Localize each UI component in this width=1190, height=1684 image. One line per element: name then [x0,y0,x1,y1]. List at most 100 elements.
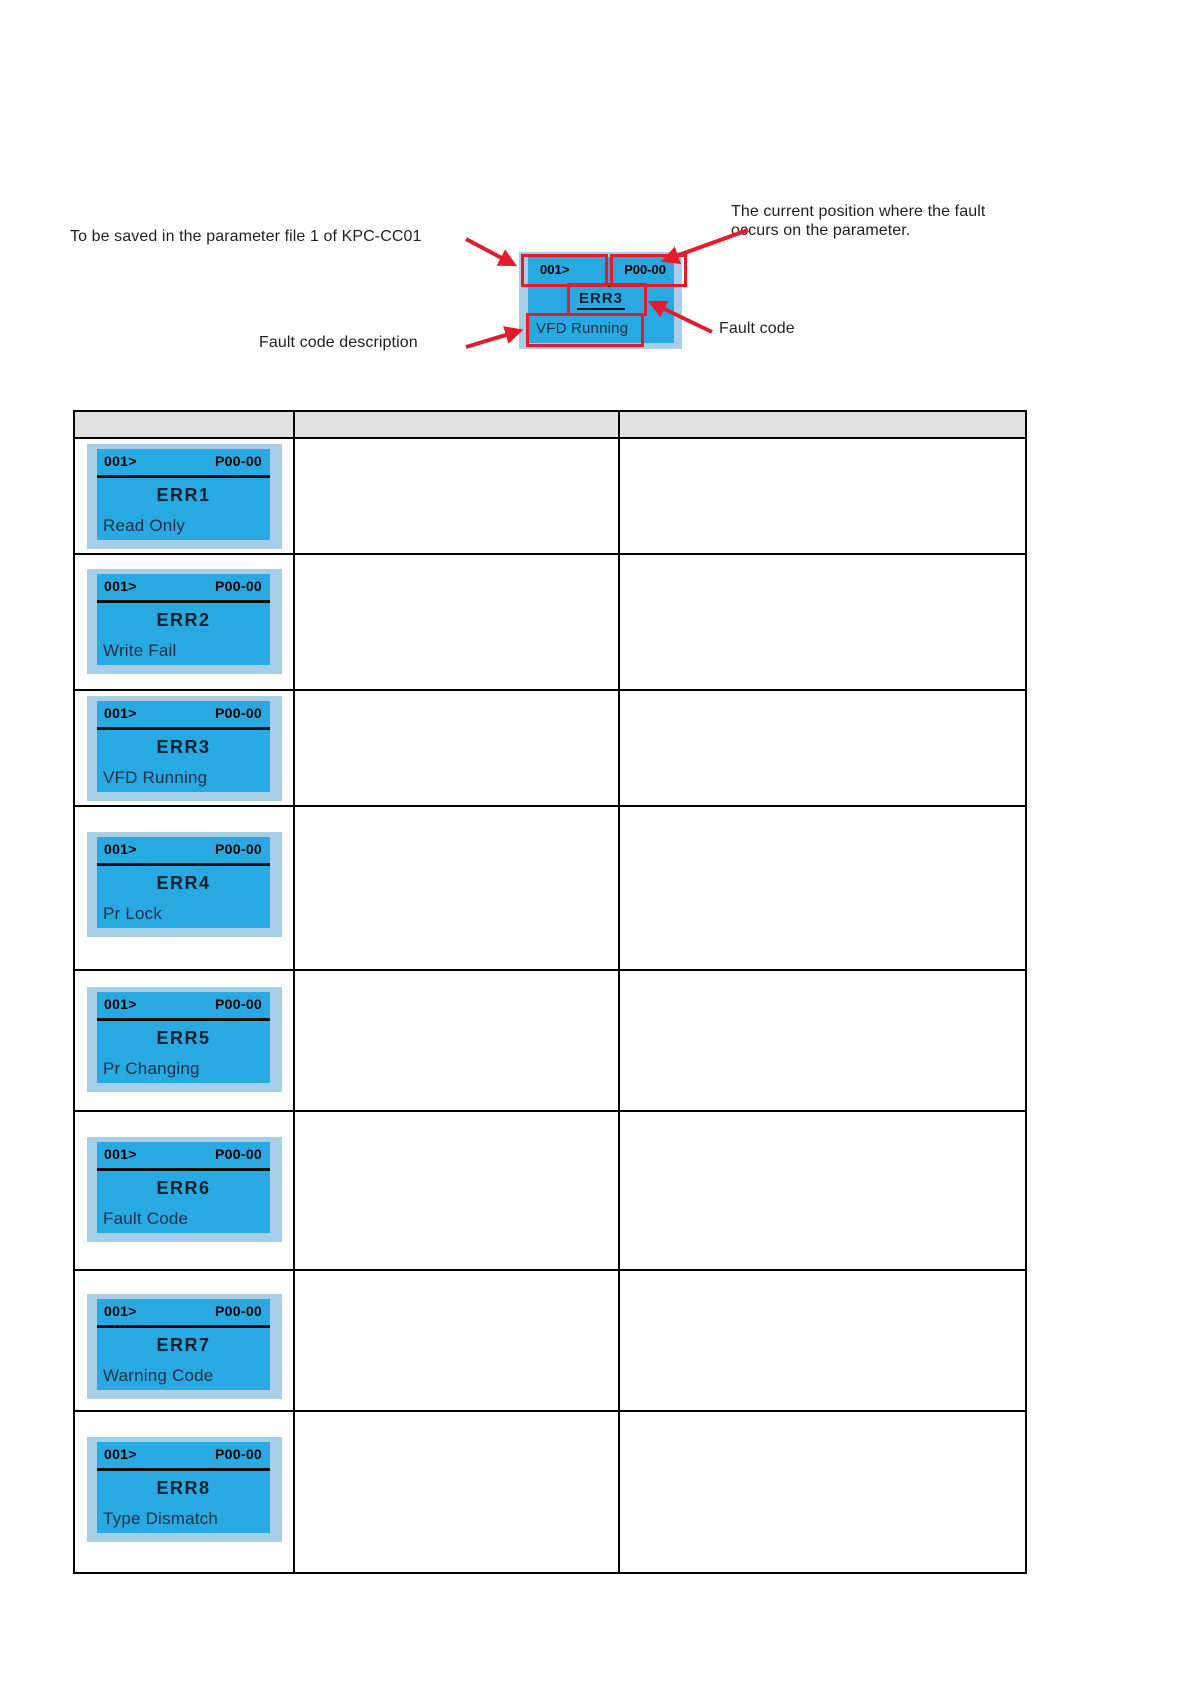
lcd-fault-code: ERR5 [156,1028,211,1048]
fault-table-body: 001> P00-00 ERR1 Read Only 001> [73,437,1027,1574]
lcd-fault-description: Write Fail [103,641,177,660]
lcd-screen: 001> P00-00 ERR1 Read Only [97,449,270,540]
header-cell-middle [293,410,620,439]
table-row: 001> P00-00 ERR5 Pr Changing [73,969,1027,1112]
lcd-fault-code: ERR3 [528,290,674,310]
lcd-file-number: 001> [540,262,570,277]
empty-cell-middle [293,1410,620,1574]
lcd-fault-code: ERR1 [156,485,211,505]
table-row: 001> P00-00 ERR8 Type Dismatch [73,1410,1027,1574]
empty-cell-right [618,689,1027,807]
empty-cell-right [618,969,1027,1112]
fault-code-label: Fault code [719,320,795,337]
empty-cell-right [618,1410,1027,1574]
lcd-top-line: 001> P00-00 [97,1442,270,1462]
lcd-file-number: 001> [104,705,137,721]
lcd-screen: 001> P00-00 ERR2 Write Fail [97,574,270,665]
header-cell-display [73,410,295,439]
table-row: 001> P00-00 ERR3 VFD Running [73,689,1027,807]
table-row: 001> P00-00 ERR4 Pr Lock [73,805,1027,971]
lcd-display: 001> P00-00 ERR6 Fault Code [87,1137,282,1242]
empty-cell-right [618,1110,1027,1271]
empty-cell-middle [293,805,620,971]
lcd-parameter: P00-00 [215,996,262,1012]
empty-cell-middle [293,969,620,1112]
lcd-parameter: P00-00 [215,453,262,469]
lcd-parameter: P00-00 [624,262,666,277]
lcd-parameter: P00-00 [215,578,262,594]
lcd-top-line: 001> P00-00 [97,837,270,857]
lcd-display: 001> P00-00 ERR4 Pr Lock [87,832,282,937]
lcd-top-line: 001> P00-00 [97,449,270,469]
lcd-separator-line [97,475,270,478]
empty-cell-right [618,553,1027,691]
table-row: 001> P00-00 ERR1 Read Only [73,437,1027,555]
lcd-file-number: 001> [104,1146,137,1162]
arrow-to-description [465,326,524,349]
lcd-parameter: P00-00 [215,1146,262,1162]
lcd-display-example: 001> P00-00 ERR3 VFD Running [519,252,682,349]
empty-cell-middle [293,1110,620,1271]
lcd-parameter: P00-00 [215,705,262,721]
lcd-display: 001> P00-00 ERR2 Write Fail [87,569,282,674]
lcd-separator-line [97,1018,270,1021]
empty-cell-middle [293,1269,620,1412]
lcd-parameter: P00-00 [215,1446,262,1462]
table-header-row [73,410,1027,439]
lcd-separator-line [97,727,270,730]
lcd-cell: 001> P00-00 ERR4 Pr Lock [73,805,295,971]
lcd-fault-description: VFD Running [103,768,208,787]
callout-box-description [526,313,644,347]
lcd-fault-code-text: ERR3 [576,290,625,310]
table-row: 001> P00-00 ERR2 Write Fail [73,553,1027,691]
lcd-top-line: 001> P00-00 [97,992,270,1012]
lcd-screen: 001> P00-00 ERR3 VFD Running [528,257,674,343]
lcd-cell: 001> P00-00 ERR6 Fault Code [73,1110,295,1271]
table-row: 001> P00-00 ERR7 Warning Code [73,1269,1027,1412]
lcd-separator-line [97,600,270,603]
lcd-parameter: P00-00 [215,841,262,857]
lcd-file-number: 001> [104,453,137,469]
lcd-file-number: 001> [104,1446,137,1462]
lcd-display: 001> P00-00 ERR1 Read Only [87,444,282,549]
callout-box-parameter [610,254,687,287]
header-cell-right [618,410,1027,439]
lcd-fault-description: VFD Running [536,320,629,337]
position-note-text: The current position where the fault occ… [731,203,986,239]
table-row: 001> P00-00 ERR6 Fault Code [73,1110,1027,1271]
lcd-fault-description: Pr Lock [103,904,163,923]
empty-cell-middle [293,437,620,555]
save-note-text: To be saved in the parameter file 1 of K… [70,228,422,245]
lcd-separator-line [97,1468,270,1471]
empty-cell-right [618,1269,1027,1412]
empty-cell-middle [293,553,620,691]
lcd-cell: 001> P00-00 ERR1 Read Only [73,437,295,555]
lcd-fault-description: Fault Code [103,1209,189,1228]
lcd-fault-description: Type Dismatch [103,1509,219,1528]
lcd-fault-code: ERR3 [156,737,211,757]
lcd-parameter: P00-00 [215,1303,262,1319]
lcd-fault-code: ERR2 [156,610,211,630]
lcd-top-line: 001> P00-00 [97,1299,270,1319]
lcd-fault-description: Pr Changing [103,1059,200,1078]
lcd-separator-line [97,1325,270,1328]
arrow-to-file-number [465,237,518,267]
empty-cell-right [618,437,1027,555]
lcd-cell: 001> P00-00 ERR7 Warning Code [73,1269,295,1412]
lcd-screen: 001> P00-00 ERR3 VFD Running [97,701,270,792]
lcd-display: 001> P00-00 ERR8 Type Dismatch [87,1437,282,1542]
lcd-cell: 001> P00-00 ERR2 Write Fail [73,553,295,691]
lcd-file-number: 001> [104,578,137,594]
lcd-screen: 001> P00-00 ERR4 Pr Lock [97,837,270,928]
lcd-separator-line [97,863,270,866]
fault-code-description-label: Fault code description [259,334,418,351]
lcd-fault-code: ERR8 [156,1478,211,1498]
lcd-display: 001> P00-00 ERR7 Warning Code [87,1294,282,1399]
lcd-cell: 001> P00-00 ERR5 Pr Changing [73,969,295,1112]
lcd-display: 001> P00-00 ERR5 Pr Changing [87,987,282,1092]
lcd-fault-code: ERR4 [156,873,211,893]
lcd-fault-code: ERR7 [156,1335,211,1355]
lcd-fault-description: Read Only [103,516,186,535]
lcd-fault-description: Warning Code [103,1366,214,1385]
